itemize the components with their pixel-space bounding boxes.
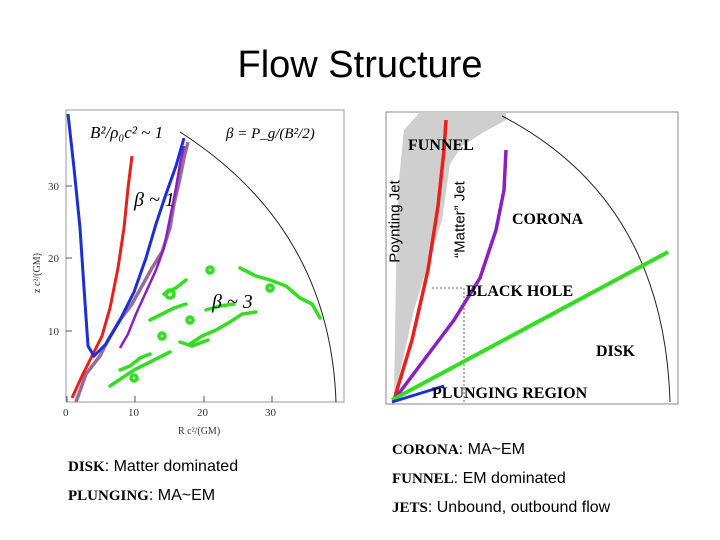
caption-disk-key: DISK [68, 459, 105, 475]
xtick-10: 10 [128, 407, 140, 419]
ytick-20: 20 [48, 253, 60, 265]
black-hole-box [432, 287, 465, 402]
green-band [148, 302, 188, 322]
matter-jet-line [392, 149, 508, 402]
caption-plunging: PLUNGING: MA~EM [68, 487, 215, 505]
purple-curve [118, 145, 186, 349]
green-blob [185, 315, 195, 325]
mauve-curve [74, 141, 190, 403]
caption-funnel-key: FUNNEL [392, 471, 454, 487]
green-band [188, 310, 258, 346]
disk-line [391, 250, 669, 402]
label-disk: DISK [596, 343, 636, 360]
label-funnel: FUNNEL [408, 137, 474, 154]
flow-schematic: FUNNEL CORONA BLACK HOLE DISK PLUNGING R… [385, 111, 679, 405]
caption-jets-text: : Unbound, outbound flow [427, 499, 611, 516]
simulation-plot: 30 20 10 0 10 20 30 R c²/(GM) z c²/(GM) … [32, 109, 345, 437]
green-band [238, 266, 322, 320]
xtick-30: 30 [265, 407, 277, 419]
caption-corona: CORONA: MA~EM [392, 441, 525, 459]
label-black-hole: BLACK HOLE [466, 283, 573, 300]
ytick-30: 30 [48, 181, 60, 193]
funnel-region [394, 112, 506, 400]
eq-beta-1: β ~ 1 [133, 189, 175, 211]
outer-arc [501, 115, 671, 403]
green-blob [157, 331, 167, 341]
caption-jets-key: JETS [392, 500, 428, 516]
eq-beta-3: β ~ 3 [211, 291, 253, 313]
green-blob [129, 373, 139, 383]
caption-disk-text: : Matter dominated [104, 458, 239, 475]
eq-magnetization: B²/ρ₀c² ~ 1 [90, 123, 163, 142]
green-band [204, 302, 236, 312]
label-plunging-region: PLUNGING REGION [432, 385, 588, 402]
caption-corona-text: : MA~EM [458, 441, 525, 458]
caption-funnel: FUNNEL: EM dominated [392, 470, 566, 488]
slide-title: Flow Structure [237, 44, 483, 86]
eq-beta-definition: β = P_g/(B²/2) [225, 126, 315, 142]
ytick-10: 10 [48, 326, 60, 338]
diagram-frame [385, 111, 679, 405]
plunging-line [391, 384, 445, 404]
green-blob [205, 265, 215, 275]
caption-funnel-text: : EM dominated [453, 470, 566, 487]
green-blob [265, 283, 275, 293]
caption-jets: JETS: Unbound, outbound flow [392, 499, 610, 517]
caption-disk: DISK: Matter dominated [68, 458, 238, 476]
green-blob [164, 288, 176, 300]
y-axis-label: z c²/(GM) [32, 253, 43, 293]
xtick-20: 20 [197, 407, 209, 419]
xtick-0: 0 [63, 407, 69, 419]
label-poynting-jet: Poynting Jet [386, 180, 404, 263]
green-band [108, 350, 172, 388]
x-axis-label: R c²/(GM) [178, 426, 220, 437]
label-matter-jet: “Matter” Jet [451, 181, 469, 258]
green-band [118, 352, 152, 372]
red-curve [70, 155, 134, 399]
label-corona: CORONA [512, 211, 584, 228]
poynting-jet-line [392, 119, 448, 401]
caption-plunging-text: : MA~EM [148, 487, 216, 504]
plot-frame [65, 109, 345, 403]
horizon-arc [179, 131, 337, 403]
blue-curve [66, 113, 186, 359]
caption-corona-key: CORONA [392, 442, 459, 458]
green-band [178, 338, 210, 348]
caption-plunging-key: PLUNGING [68, 488, 149, 504]
